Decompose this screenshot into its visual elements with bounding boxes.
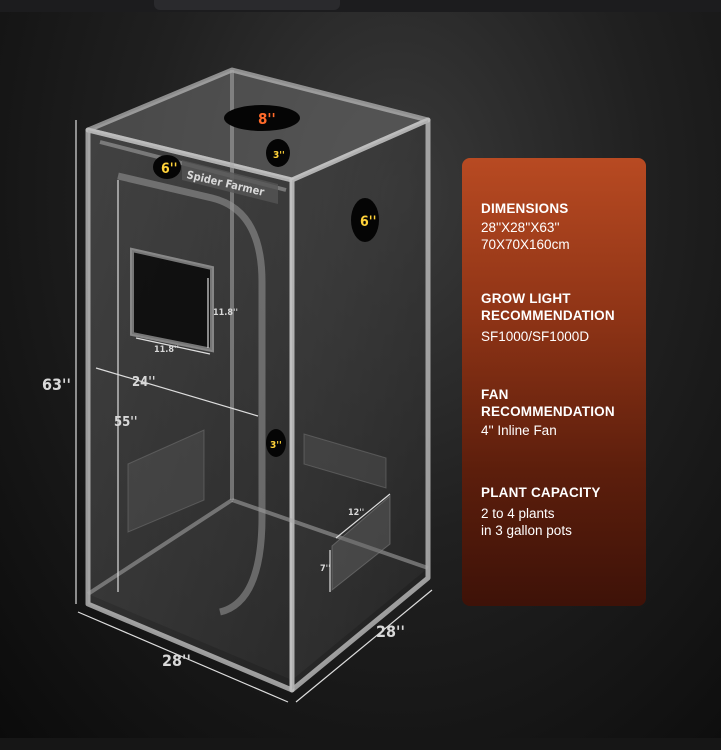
dimension-lines <box>75 120 433 703</box>
window-height-label: 11.8'' <box>213 308 238 318</box>
front-vent <box>127 429 205 533</box>
door-zipper <box>117 172 266 616</box>
browser-tab[interactable] <box>154 0 340 10</box>
height-label: 63'' <box>42 375 71 394</box>
spec-fan: FAN RECOMMENDATION 4'' Inline Fan <box>481 386 641 439</box>
depth-label: 28'' <box>376 622 405 641</box>
spec-title: DIMENSIONS <box>481 201 569 216</box>
browser-bottom-bar <box>0 738 721 750</box>
front-port <box>153 155 181 179</box>
side-port-label: 6'' <box>360 214 376 230</box>
vent-width-label: 12'' <box>348 508 364 518</box>
browser-top-bar <box>0 0 721 12</box>
inner-port-label: 3'' <box>270 440 282 451</box>
window-width-label: 11.8'' <box>154 345 179 355</box>
top-port-small-label: 3'' <box>273 150 285 161</box>
spec-title: GROW LIGHT RECOMMENDATION <box>481 291 615 323</box>
spec-line: 28''X28''X63'' <box>481 220 560 235</box>
spec-line: 2 to 4 plants <box>481 506 555 521</box>
product-image: Spider Farmer 8'' 3'' 6'' 6'' 3'' <box>0 12 721 738</box>
brand-strip <box>182 160 278 204</box>
specs-card: DIMENSIONS 28''X28''X63'' 70X70X160cm GR… <box>462 158 646 606</box>
spec-plant-capacity: PLANT CAPACITY 2 to 4 plants in 3 gallon… <box>481 484 641 539</box>
top-port-large <box>224 105 300 131</box>
top-port-large-label: 8'' <box>258 110 276 128</box>
width-label: 28'' <box>162 651 191 670</box>
spec-line: 4'' Inline Fan <box>481 423 557 438</box>
spec-title: PLANT CAPACITY <box>481 485 601 500</box>
inner-height-label: 55'' <box>114 415 137 430</box>
spec-dimensions: DIMENSIONS 28''X28''X63'' 70X70X160cm <box>481 200 641 253</box>
grow-tent-illustration: Spider Farmer 8'' 3'' 6'' 6'' 3'' <box>42 67 433 703</box>
inner-port <box>266 429 286 457</box>
side-port <box>351 198 379 242</box>
spec-grow-light: GROW LIGHT RECOMMENDATION SF1000/SF1000D <box>481 290 641 345</box>
observation-window <box>130 247 214 353</box>
side-vent <box>303 433 387 489</box>
spec-line: SF1000/SF1000D <box>481 329 590 344</box>
top-port-small <box>266 139 290 167</box>
lower-side-vent <box>331 494 391 592</box>
front-port-label: 6'' <box>161 161 177 177</box>
spec-line: in 3 gallon pots <box>481 523 572 538</box>
vent-height-label: 7'' <box>320 564 331 574</box>
door-width-label: 24'' <box>132 375 155 390</box>
spec-title: FAN RECOMMENDATION <box>481 387 615 419</box>
spec-line: 70X70X160cm <box>481 237 570 252</box>
